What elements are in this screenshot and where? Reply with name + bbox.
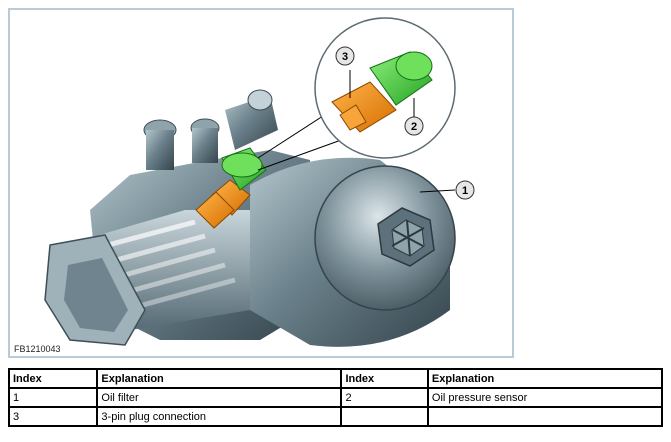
svg-text:3: 3 [342, 51, 348, 63]
callout-2: 2 [404, 116, 424, 136]
legend-table: Index Explanation Index Explanation 1 Oi… [7, 368, 664, 427]
legend-cell-index [340, 406, 429, 427]
legend-cell-index: 3 [7, 406, 99, 427]
header-explanation-1: Explanation [96, 368, 343, 389]
header-index-2: Index [340, 368, 429, 389]
legend-cell-explanation [426, 406, 664, 427]
legend-header-row: Index Explanation Index Explanation [7, 368, 664, 389]
figure-id-label: FB1210043 [14, 344, 61, 354]
oil-pressure-sensor-on-housing [195, 147, 267, 229]
table-row: 1 Oil filter 2 Oil pressure sensor [7, 387, 664, 408]
oil-filter-module-illustration: 1 2 3 [44, 17, 475, 347]
svg-text:1: 1 [462, 185, 468, 197]
legend-cell-index: 2 [340, 387, 429, 408]
legend-cell-explanation: Oil filter [96, 387, 343, 408]
legend-cell-explanation: Oil pressure sensor [426, 387, 664, 408]
callout-1: 1 [455, 180, 475, 200]
oil-filter-canister [250, 157, 456, 347]
legend-cell-index: 1 [7, 387, 99, 408]
legend-cell-explanation: 3-pin plug connection [96, 406, 343, 427]
svg-text:2: 2 [411, 121, 417, 133]
header-explanation-2: Explanation [426, 368, 664, 389]
figure-frame: 1 2 3 FB1210043 [8, 8, 514, 358]
sensor-detail-magnifier [314, 17, 456, 159]
header-index-1: Index [7, 368, 99, 389]
table-row: 3 3-pin plug connection [7, 406, 664, 427]
callout-3: 3 [335, 46, 355, 66]
